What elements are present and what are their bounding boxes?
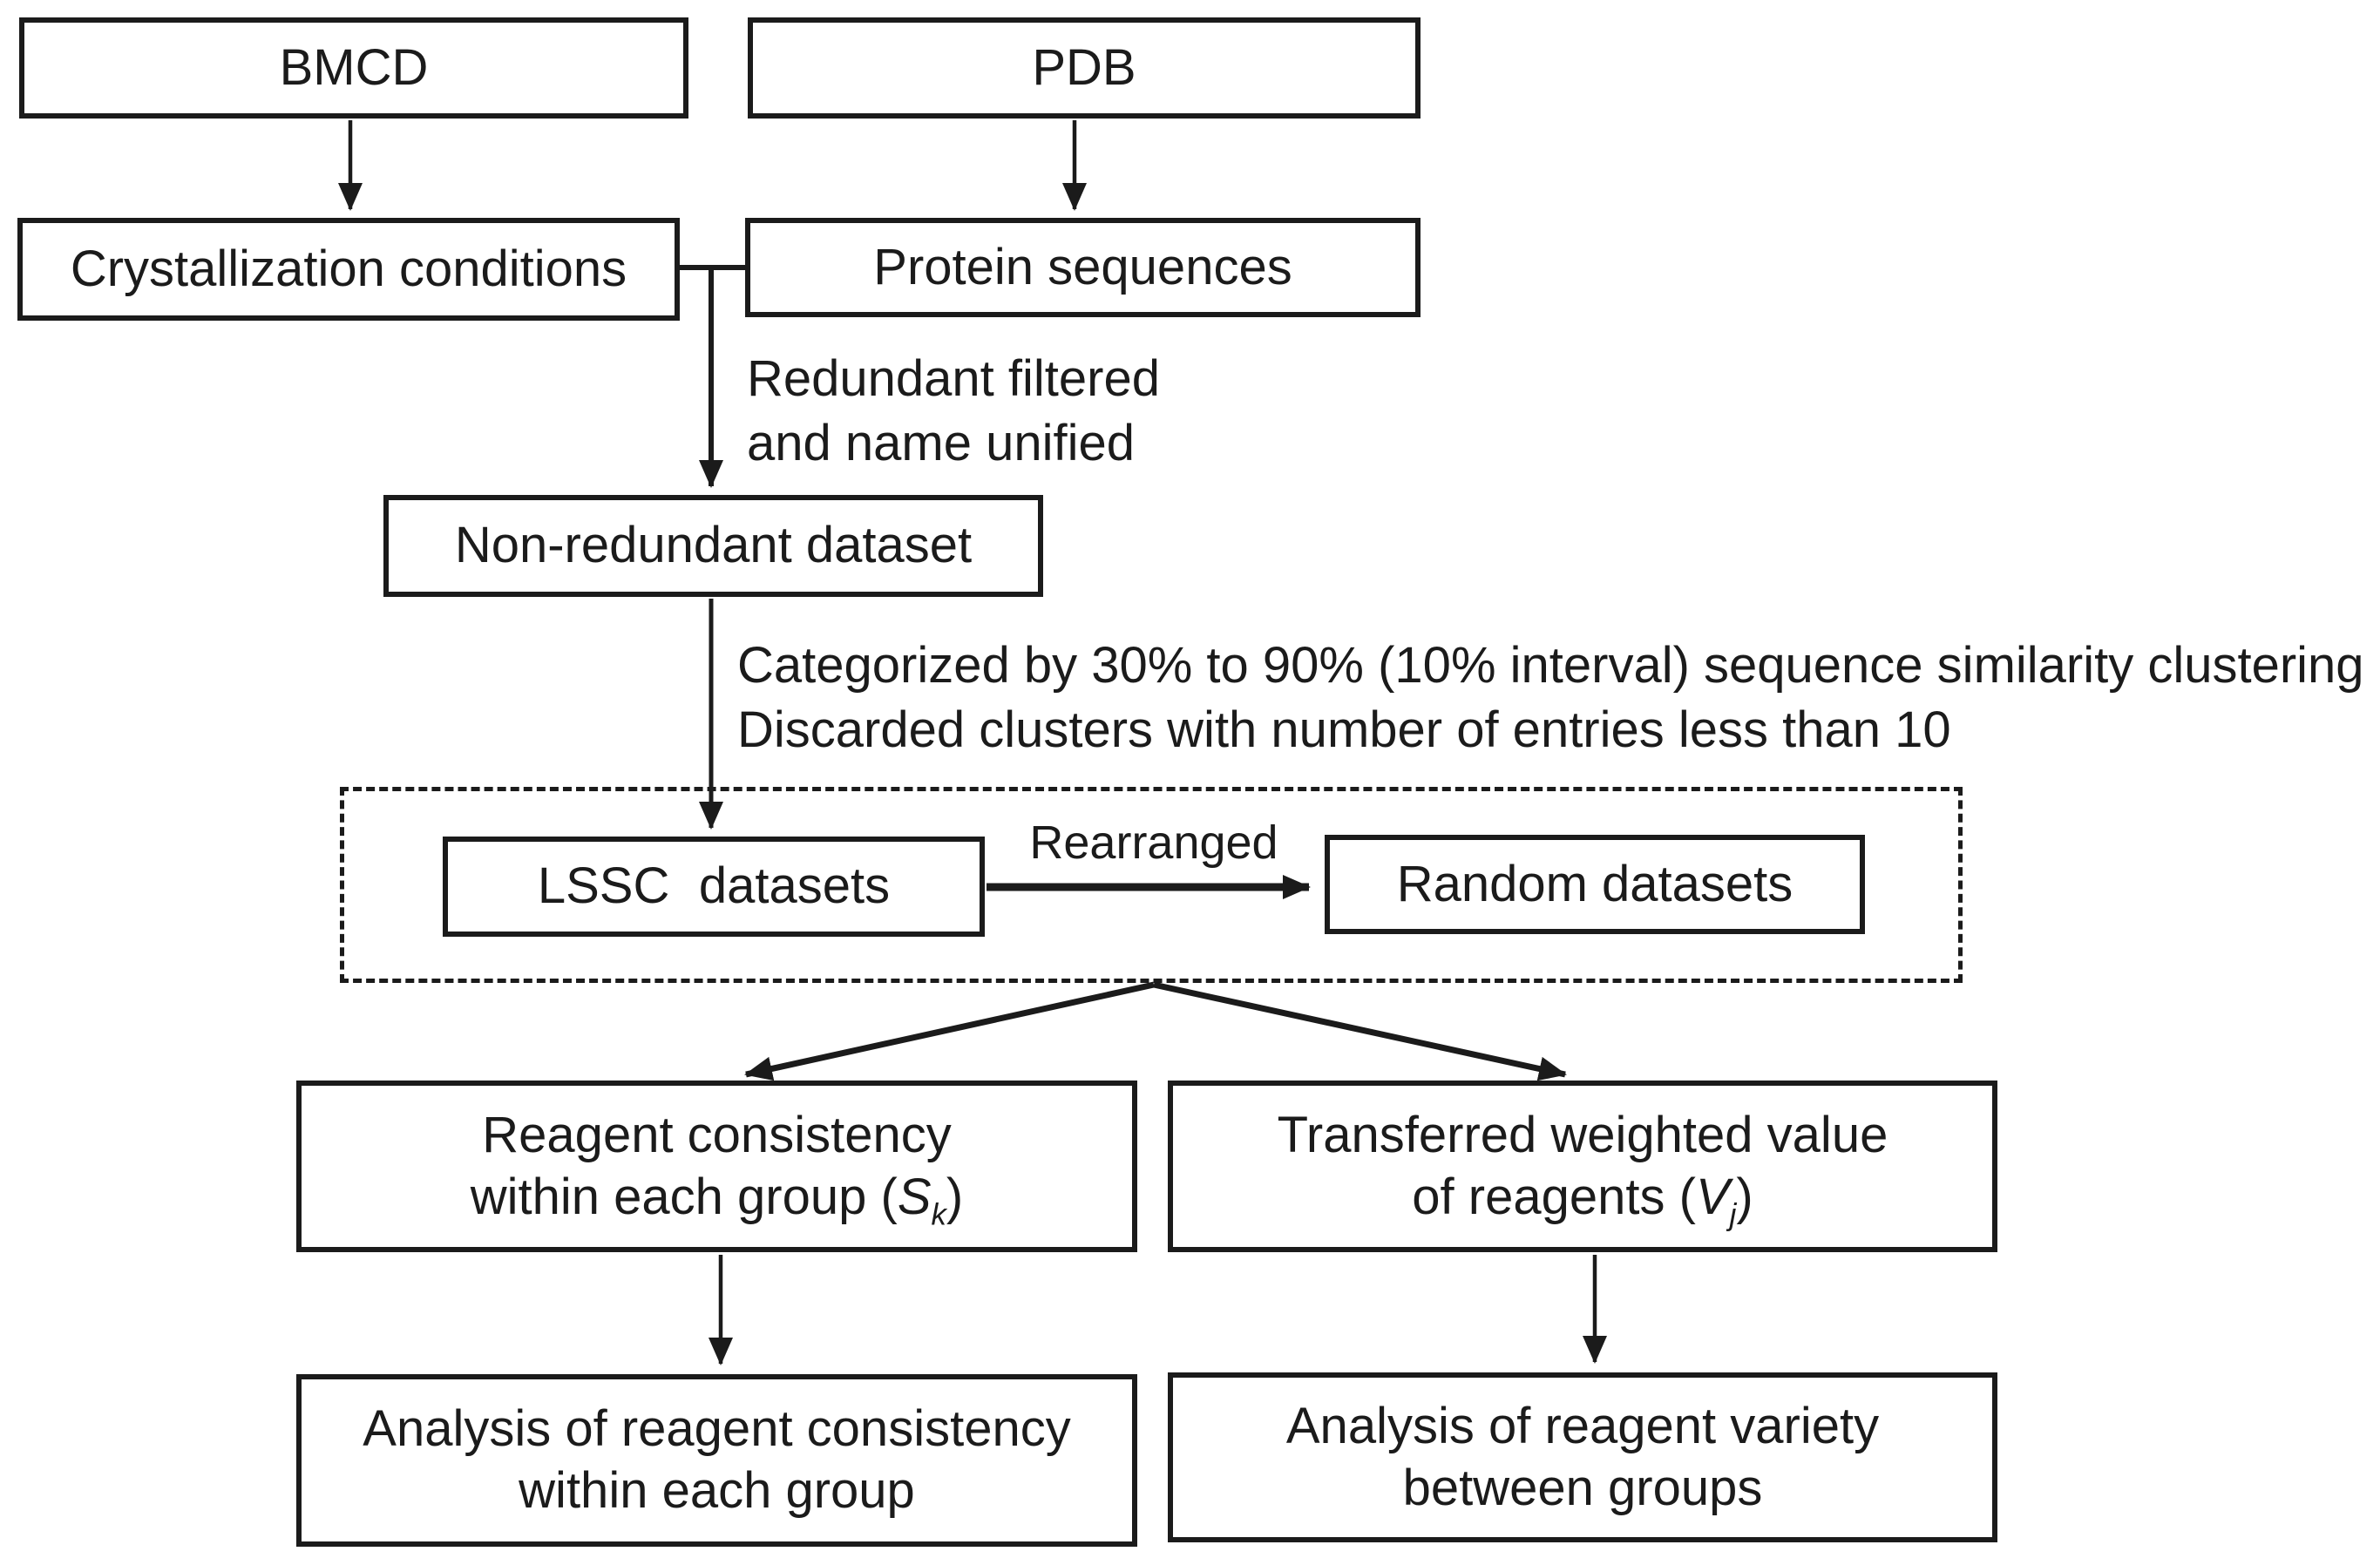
arrow-branch-to-transferred-weighted bbox=[1153, 981, 1567, 1081]
edge-label-line: Redundant filtered bbox=[747, 350, 1160, 407]
node-lssc-datasets: LSSC datasets bbox=[443, 837, 985, 937]
math-symbol: V bbox=[1695, 1168, 1730, 1225]
label-text: of reagents ( bbox=[1412, 1168, 1696, 1225]
node-label-line: within each group (Sk) bbox=[470, 1167, 964, 1232]
node-reagent-consistency: Reagent consistency within each group (S… bbox=[296, 1081, 1137, 1252]
math-symbol: S bbox=[897, 1168, 932, 1225]
edge-label-rearranged: Rearranged bbox=[1029, 816, 1278, 869]
node-label: Crystallization conditions bbox=[70, 240, 627, 297]
edge-label-line: Categorized by 30% to 90% (10% interval)… bbox=[737, 637, 2364, 694]
node-non-redundant-dataset: Non-redundant dataset bbox=[383, 495, 1043, 597]
node-crystallization-conditions: Crystallization conditions bbox=[17, 218, 680, 321]
dashed-group-box bbox=[340, 787, 1963, 983]
arrow-branch-to-reagent-consistency bbox=[744, 981, 1155, 1081]
edge-label-line: Discarded clusters with number of entrie… bbox=[737, 701, 1951, 758]
node-label-line: Analysis of reagent variety bbox=[1285, 1397, 1880, 1454]
node-label: Random datasets bbox=[1396, 855, 1793, 912]
node-label-line: Analysis of reagent consistency bbox=[363, 1400, 1071, 1458]
node-label-line: within each group bbox=[519, 1462, 915, 1519]
node-label: Non-redundant dataset bbox=[454, 517, 973, 574]
node-protein-sequences: Protein sequences bbox=[745, 218, 1421, 317]
label-text: within each group ( bbox=[470, 1168, 898, 1225]
label-text: ) bbox=[946, 1168, 964, 1225]
node-random-datasets: Random datasets bbox=[1325, 835, 1865, 934]
edge-label-redundant-filtered: Redundant filtered and name unified bbox=[747, 347, 1160, 475]
node-label-line: of reagents (Vj) bbox=[1412, 1167, 1753, 1232]
node-label-line: between groups bbox=[1402, 1459, 1763, 1516]
node-label: LSSC datasets bbox=[537, 857, 891, 915]
node-label: PDB bbox=[1032, 38, 1136, 96]
edge-label-clustering-note: Categorized by 30% to 90% (10% interval)… bbox=[737, 633, 2364, 762]
math-subscript: j bbox=[1729, 1197, 1737, 1232]
node-label-line: Transferred weighted value bbox=[1277, 1106, 1888, 1163]
node-transferred-weighted-value: Transferred weighted value of reagents (… bbox=[1168, 1081, 1997, 1252]
math-subscript: k bbox=[931, 1197, 946, 1232]
label-text: ) bbox=[1736, 1168, 1753, 1225]
node-analysis-reagent-consistency: Analysis of reagent consistency within e… bbox=[296, 1374, 1137, 1547]
node-pdb: PDB bbox=[748, 17, 1421, 119]
node-analysis-reagent-variety: Analysis of reagent variety between grou… bbox=[1168, 1372, 1997, 1542]
edge-label-line: and name unified bbox=[747, 414, 1135, 471]
node-label: Protein sequences bbox=[873, 238, 1292, 295]
node-label: BMCD bbox=[279, 38, 429, 96]
node-label-line: Reagent consistency bbox=[482, 1106, 952, 1163]
node-bmcd: BMCD bbox=[19, 17, 688, 119]
